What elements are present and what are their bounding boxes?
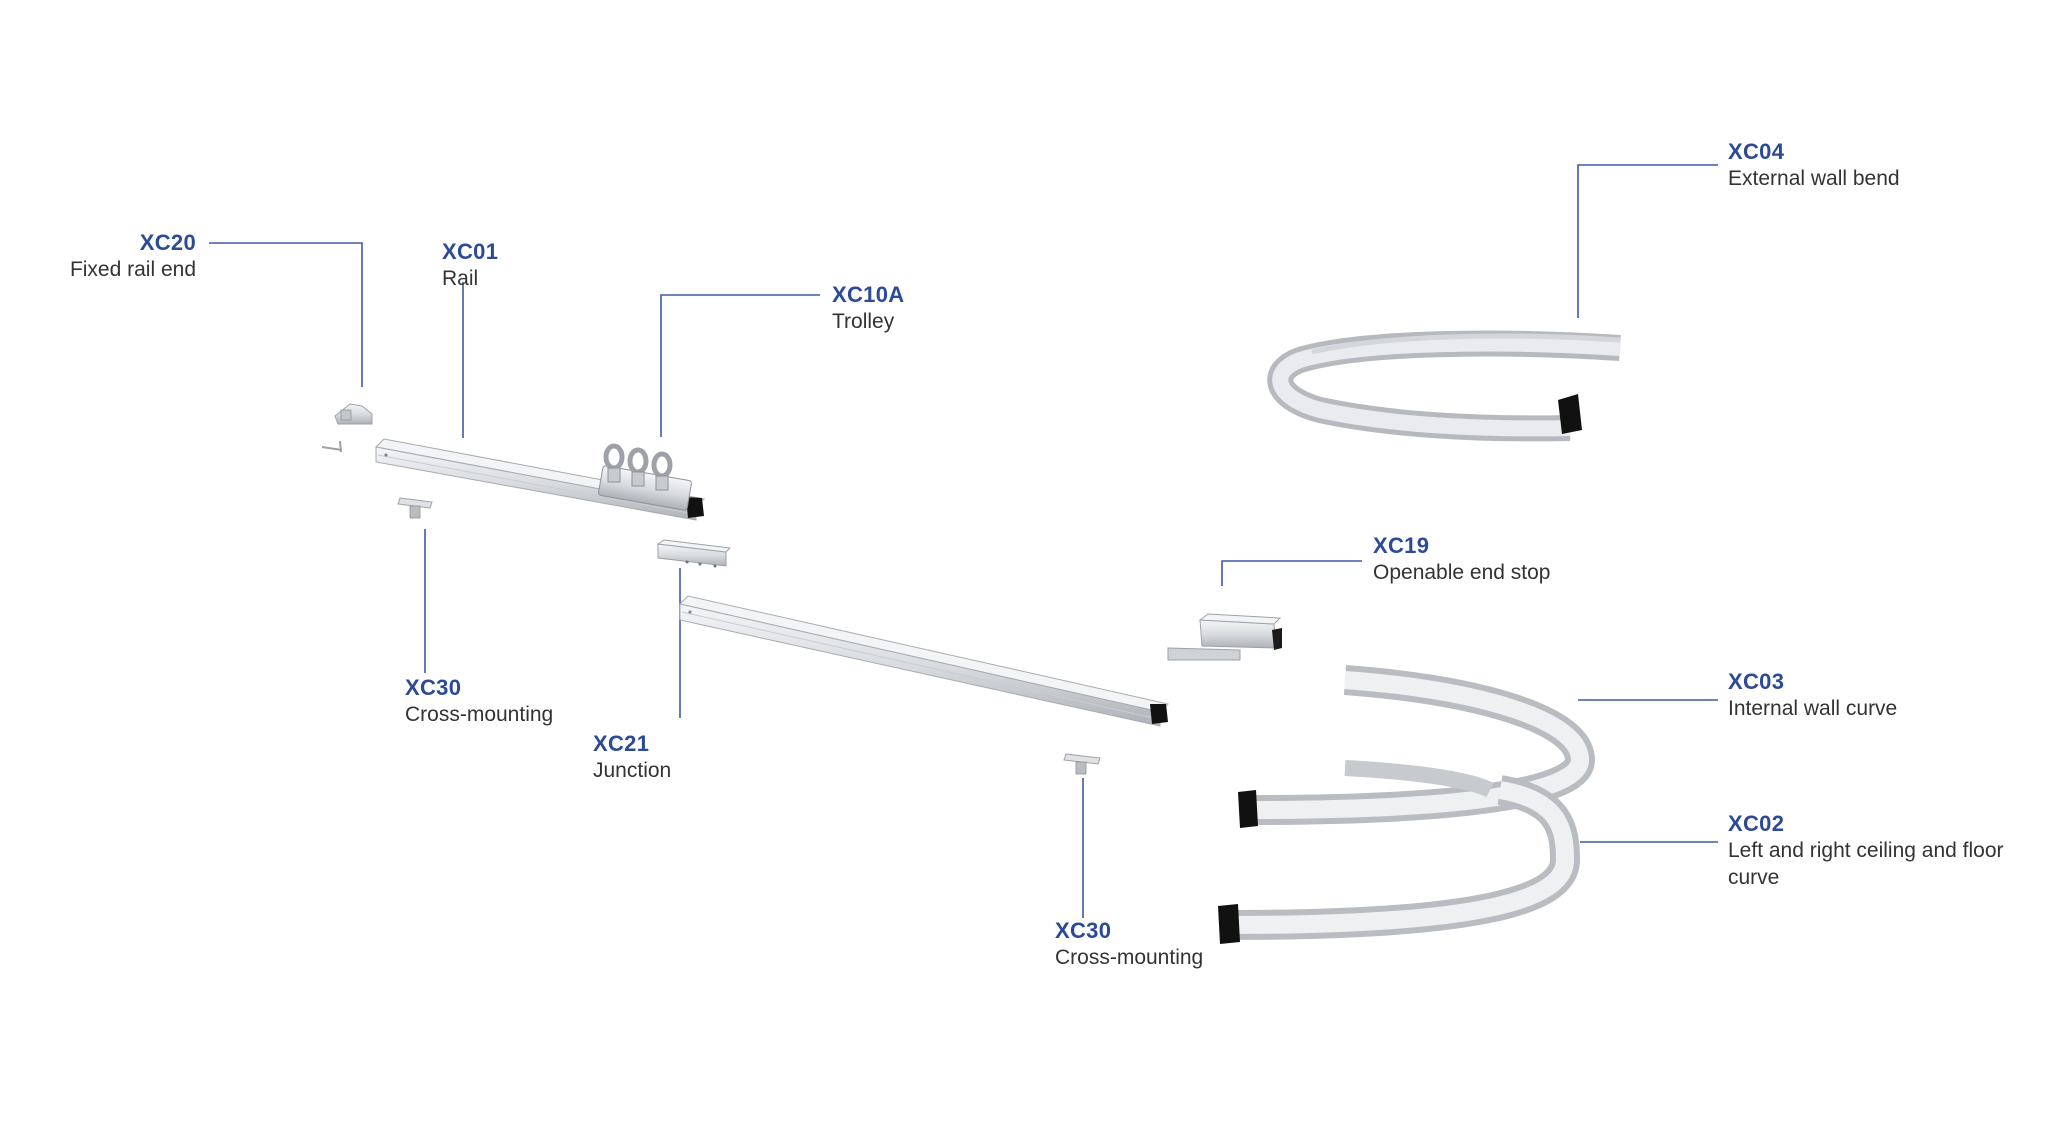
label-xc21: XC21 Junction <box>593 730 671 785</box>
label-xc03-desc: Internal wall curve <box>1728 696 1898 720</box>
leader-lines <box>209 164 1718 918</box>
leader-xc20 <box>209 242 363 387</box>
label-xc03: XC03 Internal wall curve <box>1728 668 1897 723</box>
xc03-part <box>1238 665 1596 828</box>
leader-xc10a <box>660 294 820 437</box>
label-xc01-code: XC01 <box>442 239 499 264</box>
label-xc10a-desc: Trolley <box>832 309 895 333</box>
label-xc10a-code: XC10A <box>832 282 905 307</box>
label-xc30b-desc: Cross-mounting <box>1055 945 1204 969</box>
label-xc03-code: XC03 <box>1728 669 1785 694</box>
xc21-part <box>656 539 732 568</box>
label-xc19-code: XC19 <box>1373 533 1430 558</box>
label-xc02-desc: Left and right ceiling and floor curve <box>1728 838 2004 889</box>
label-xc21-code: XC21 <box>593 731 650 756</box>
label-xc20-desc: Fixed rail end <box>69 257 196 281</box>
xc20-part <box>321 403 373 453</box>
label-xc30b: XC30 Cross-mounting <box>1055 917 1203 972</box>
xc02-part <box>1218 775 1581 944</box>
label-xc04-code: XC04 <box>1728 139 1785 164</box>
label-xc20-code: XC20 <box>139 230 196 255</box>
leader-xc19 <box>1221 560 1362 586</box>
label-xc04: XC04 External wall bend <box>1728 138 1900 193</box>
label-xc20: XC20 Fixed rail end <box>70 229 196 284</box>
label-xc19-desc: Openable end stop <box>1373 560 1551 584</box>
label-xc01: XC01 Rail <box>442 238 498 293</box>
xc30b-part <box>1063 753 1101 775</box>
label-xc30a-desc: Cross-mounting <box>405 702 554 726</box>
xc04-part <box>1267 330 1621 442</box>
label-xc30a-code: XC30 <box>405 675 462 700</box>
label-xc02: XC02 Left and right ceiling and floor cu… <box>1728 810 2028 891</box>
label-xc21-desc: Junction <box>593 758 672 782</box>
leader-xc04 <box>1577 164 1718 318</box>
lower-rail-part <box>679 595 1169 727</box>
label-xc02-code: XC02 <box>1728 811 1785 836</box>
xc30a-part <box>397 497 433 519</box>
label-xc19: XC19 Openable end stop <box>1373 532 1550 587</box>
xc10a-trolley-part <box>598 443 692 511</box>
xc19-part <box>1167 613 1282 661</box>
label-xc30a: XC30 Cross-mounting <box>405 674 553 729</box>
label-xc04-desc: External wall bend <box>1728 166 1900 190</box>
label-xc01-desc: Rail <box>442 266 479 290</box>
label-xc10a: XC10A Trolley <box>832 281 904 336</box>
label-xc30b-code: XC30 <box>1055 918 1112 943</box>
